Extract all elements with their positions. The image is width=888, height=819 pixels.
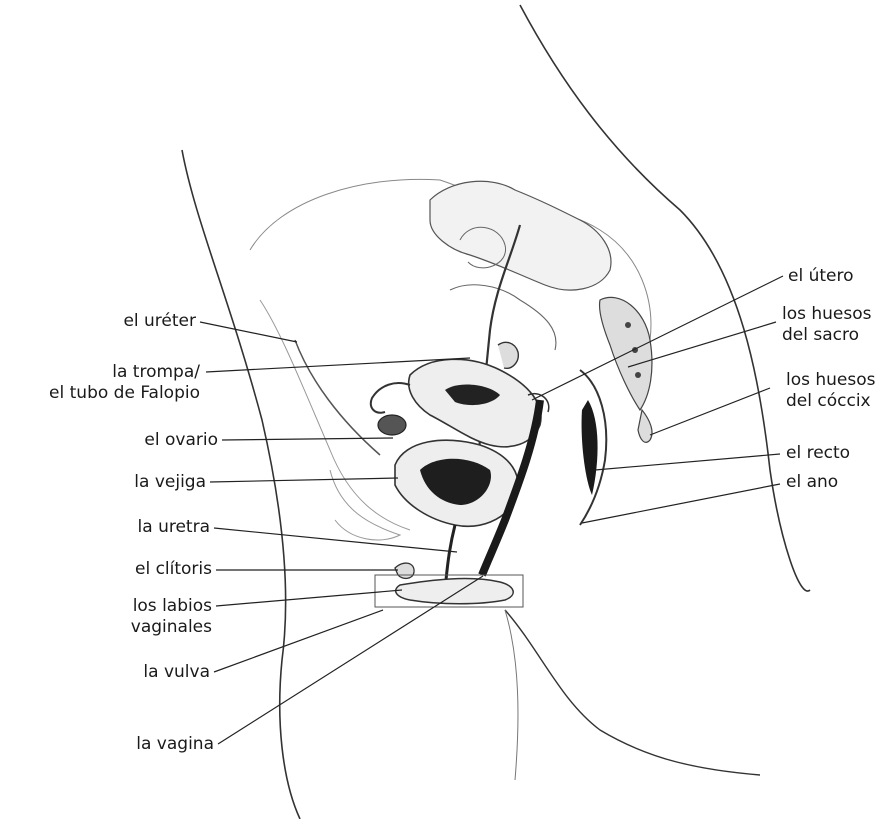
leader-utero [532,276,783,400]
label-labia-line1: los labios [90,596,212,617]
label-clitoris-text: el clítoris [90,559,212,580]
body-outline-right [520,5,810,591]
label-uterus-text: el útero [788,266,884,287]
label-coccyx-line1: los huesos [786,370,886,391]
label-urethra: la uretra [90,517,210,538]
label-sacrum: los huesos del sacro [782,304,886,346]
leader-vejiga [210,478,398,482]
label-bladder: la vejiga [90,472,206,493]
bowel-coil [450,285,556,350]
label-ovary-text: el ovario [90,430,218,451]
leader-vulva [214,610,383,672]
label-vulva-text: la vulva [90,662,210,683]
leader-coccix [650,388,770,435]
label-coccyx: los huesos del cóccix [786,370,886,412]
label-ureter-text: el uréter [100,311,196,332]
leader-ovario [222,438,393,440]
label-labia-line2: vaginales [90,617,212,638]
leader-ano [582,484,780,523]
intestines [430,181,611,290]
label-sacrum-line2: del sacro [782,325,886,346]
vulva [396,579,514,604]
inner-thigh-outline [505,610,518,780]
thigh-outline [505,610,760,775]
label-rectum: el recto [786,443,882,464]
fallopian-fimbriae [498,342,518,368]
label-vagina-text: la vagina [90,734,214,755]
sacrum-foramen-1 [625,322,631,328]
label-ureter: el uréter [100,311,196,332]
label-rectum-text: el recto [786,443,882,464]
label-anus: el ano [786,472,882,493]
label-vagina: la vagina [90,734,214,755]
leader-lines-right [532,276,783,523]
label-labia: los labios vaginales [90,596,212,638]
label-anus-text: el ano [786,472,882,493]
rectum-lumen [582,400,598,495]
leader-labios [216,590,402,606]
urethra [446,525,455,580]
label-fallopian-line1: la trompa/ [0,362,200,383]
clitoris [395,563,414,578]
fallopian-tube [371,383,410,413]
label-urethra-text: la uretra [90,517,210,538]
label-uterus: el útero [788,266,884,287]
ovary [378,415,406,435]
label-vulva: la vulva [90,662,210,683]
coccyx [638,410,652,442]
label-ovary: el ovario [90,430,218,451]
label-bladder-text: la vejiga [90,472,206,493]
label-coccyx-line2: del cóccix [786,391,886,412]
leader-uretra [214,528,457,552]
leader-vagina [218,576,483,744]
leader-recto [595,454,780,470]
label-sacrum-line1: los huesos [782,304,886,325]
label-fallopian-line2: el tubo de Falopio [0,383,200,404]
label-fallopian-tube: la trompa/ el tubo de Falopio [0,362,200,404]
label-clitoris: el clítoris [90,559,212,580]
leader-ureter [200,322,297,342]
sacrum-foramen-3 [635,372,641,378]
pelvic-bone-lower [330,470,400,540]
